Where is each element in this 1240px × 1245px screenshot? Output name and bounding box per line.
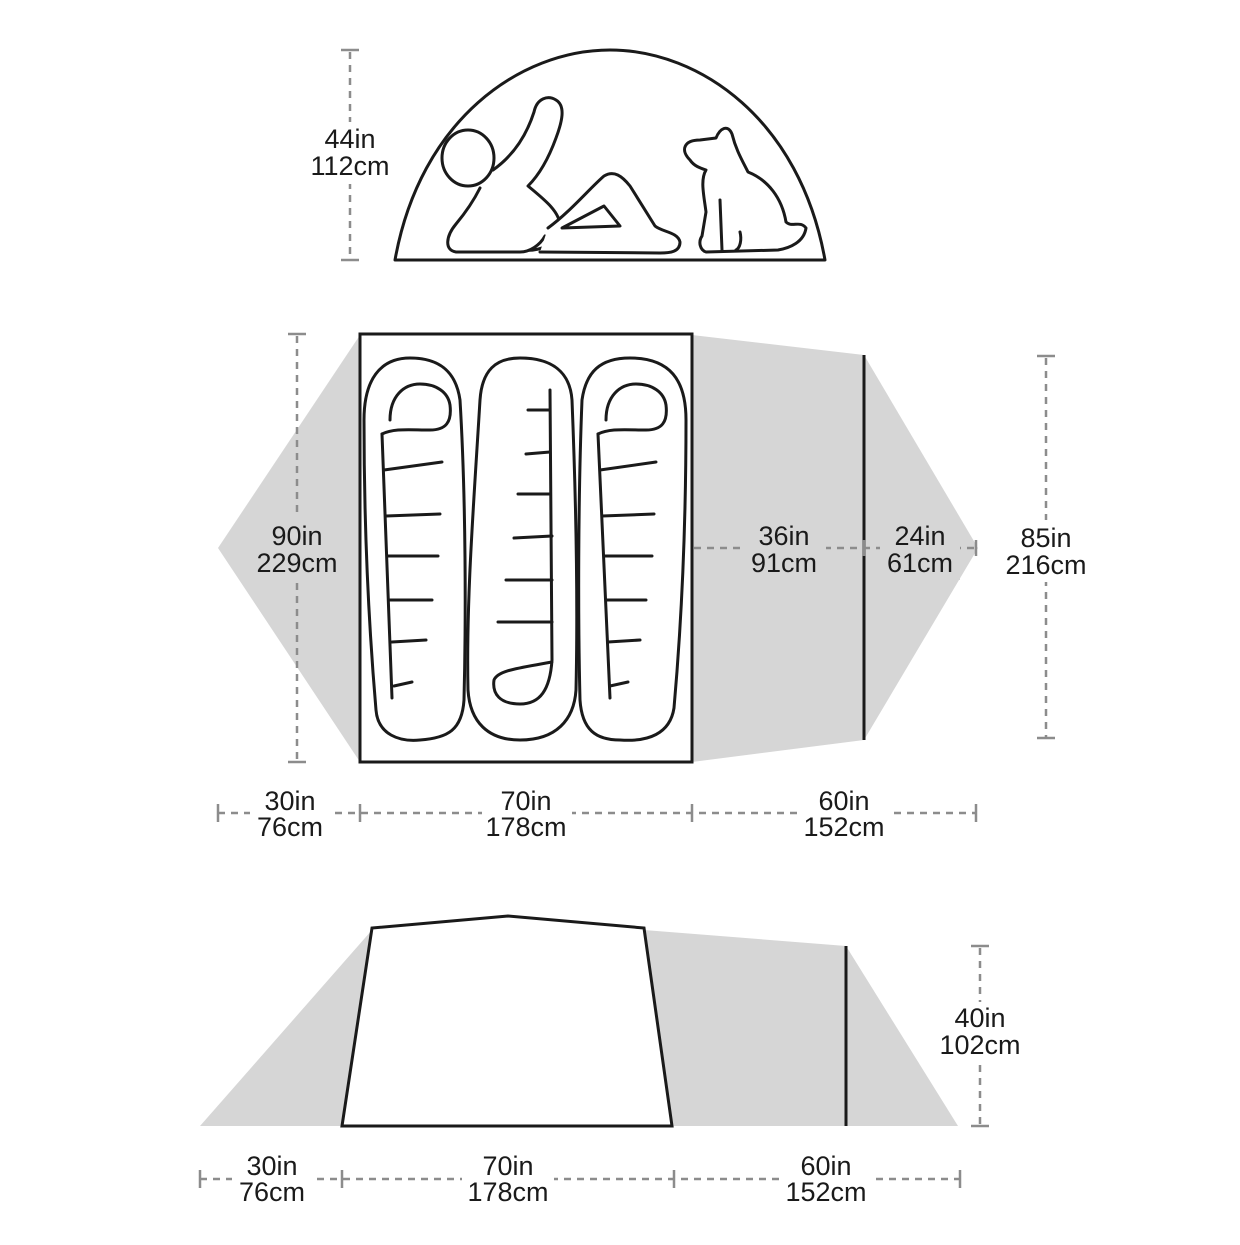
profile-width-1-cm: 76cm: [239, 1177, 305, 1207]
floor-plan: 90in 229cm 36in 91cm 24in 61cm 85in 216c…: [216, 332, 1094, 842]
floor-length-in: 90in: [271, 521, 322, 551]
profile-height-in: 40in: [954, 1003, 1005, 1033]
tent-floor: [358, 332, 694, 764]
floor-width-3-cm: 152cm: [803, 812, 884, 842]
side-height-in: 44in: [324, 124, 375, 154]
floor-width-1-in: 30in: [264, 786, 315, 816]
profile-tent-body: [340, 914, 674, 1128]
profile-width-2-in: 70in: [482, 1151, 533, 1181]
floor-width-1-cm: 76cm: [257, 812, 323, 842]
side-height-cm: 112cm: [310, 151, 389, 181]
profile-width-dimension: 30in 76cm 70in 178cm 60in 152cm: [198, 1151, 962, 1208]
side-height-dimension: 44in 112cm: [310, 48, 390, 262]
profile-view: 40in 102cm 30in 76cm 70in 178cm 60in 152…: [198, 914, 1026, 1208]
sleeping-bag-middle: [466, 356, 579, 742]
profile-width-3-cm: 152cm: [785, 1177, 866, 1207]
profile-width-1-in: 30in: [246, 1151, 297, 1181]
floor-width-dimension: 30in 76cm 70in 178cm 60in 152cm: [216, 786, 978, 842]
floor-length-cm: 229cm: [256, 548, 337, 578]
profile-width-2-cm: 178cm: [467, 1177, 548, 1207]
vestibule-depth-dimension: 36in 91cm 24in 61cm: [694, 518, 978, 580]
profile-right-vestibule: [644, 930, 958, 1126]
profile-height-cm: 102cm: [939, 1030, 1020, 1060]
floor-width-2-in: 70in: [500, 786, 551, 816]
vestibule-depth-in: 36in: [758, 521, 809, 551]
door-depth-cm: 61cm: [887, 548, 953, 578]
vestibule-depth-cm: 91cm: [751, 548, 817, 578]
floor-width-3-in: 60in: [818, 786, 869, 816]
vestibule-width-cm: 216cm: [1005, 550, 1086, 580]
side-view: 44in 112cm: [310, 48, 827, 262]
floor-width-2-cm: 178cm: [485, 812, 566, 842]
sleeping-bag-left: [362, 356, 467, 742]
vestibule-width-dimension: 85in 216cm: [998, 354, 1094, 740]
person-figure: [440, 96, 682, 255]
right-vestibule: [692, 335, 978, 762]
sleeping-bag-right: [577, 356, 688, 742]
door-depth-in: 24in: [894, 521, 945, 551]
floor-length-dimension: 90in 229cm: [248, 332, 346, 764]
profile-width-3-in: 60in: [800, 1151, 851, 1181]
dog-figure: [683, 126, 808, 254]
profile-left-vestibule: [200, 930, 372, 1126]
vestibule-width-in: 85in: [1020, 523, 1071, 553]
profile-height-dimension: 40in 102cm: [934, 944, 1026, 1128]
tent-dome-outline: [393, 48, 827, 262]
